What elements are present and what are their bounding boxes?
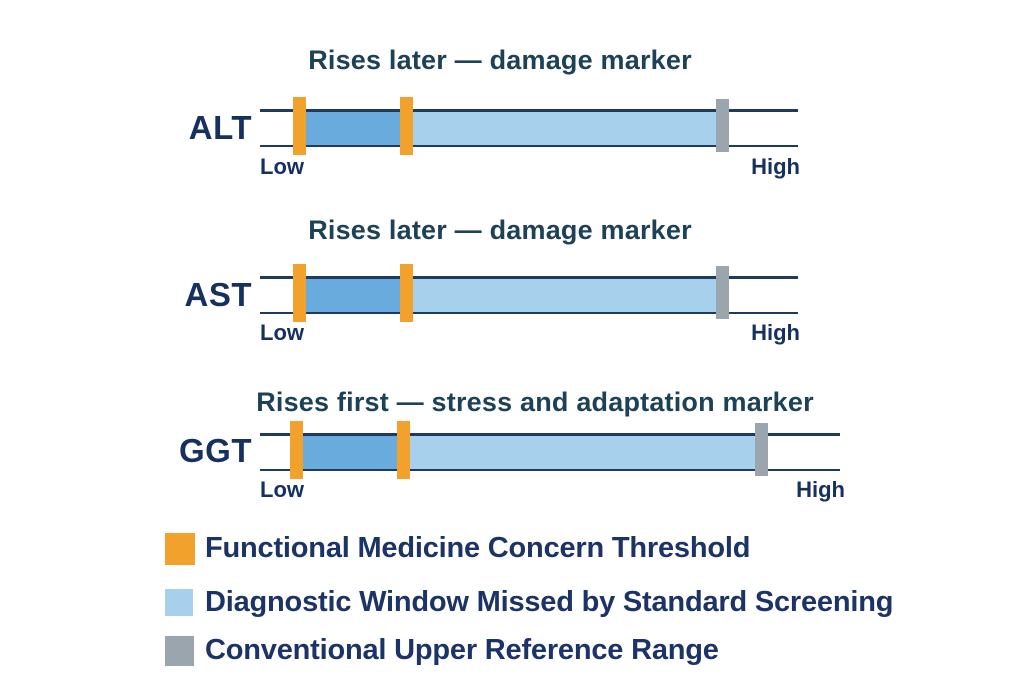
enzyme-label-alt: ALT <box>188 109 252 146</box>
legend-swatch-gray <box>165 635 194 666</box>
functional-threshold-low-marker <box>289 421 303 479</box>
scale-high-label: High <box>751 154 800 179</box>
scale-labels-alt: Low High <box>260 154 800 180</box>
track-top-line <box>260 276 798 279</box>
range-track-ast <box>260 264 798 322</box>
legend-item-conventional-range: Conventional Upper Reference Range <box>165 634 719 667</box>
scale-low-label: Low <box>260 154 304 179</box>
scale-labels-ggt: Low High <box>260 477 845 503</box>
functional-threshold-high-marker <box>396 421 410 479</box>
track-bottom-line <box>260 311 798 314</box>
track-top-line <box>260 433 840 436</box>
early-concern-segment <box>291 434 404 470</box>
diagnostic-window-segment <box>402 110 723 146</box>
functional-threshold-high-marker <box>399 97 413 155</box>
range-track-alt <box>260 97 798 155</box>
legend-label: Conventional Upper Reference Range <box>205 634 719 666</box>
conventional-reference-marker <box>716 99 729 152</box>
row-annotation-ast: Rises later — damage marker <box>308 215 692 245</box>
early-concern-segment <box>294 110 406 146</box>
row-annotation-ggt: Rises first — stress and adaptation mark… <box>256 387 814 417</box>
scale-high-label: High <box>796 477 845 502</box>
track-bottom-line <box>260 468 840 471</box>
track-bottom-line <box>260 144 798 147</box>
functional-threshold-low-marker <box>292 264 306 322</box>
legend-label: Diagnostic Window Missed by Standard Scr… <box>205 586 894 618</box>
conventional-reference-marker <box>754 423 768 476</box>
diagnostic-window-segment <box>402 277 723 313</box>
legend-item-functional-threshold: Functional Medicine Concern Threshold <box>165 532 750 565</box>
legend-label: Functional Medicine Concern Threshold <box>205 532 751 564</box>
functional-threshold-low-marker <box>292 97 306 155</box>
track-top-line <box>260 109 798 112</box>
legend-swatch-light-blue <box>165 589 193 616</box>
row-annotation-alt: Rises later — damage marker <box>308 45 692 75</box>
legend-item-diagnostic-window: Diagnostic Window Missed by Standard Scr… <box>165 586 893 619</box>
enzyme-label-ast: AST <box>184 276 252 313</box>
early-concern-segment <box>294 277 406 313</box>
enzyme-label-ggt: GGT <box>179 432 252 469</box>
conventional-reference-marker <box>716 266 729 319</box>
scale-high-label: High <box>751 320 800 345</box>
scale-low-label: Low <box>260 477 304 502</box>
functional-threshold-high-marker <box>399 264 413 322</box>
diagnostic-window-segment <box>402 434 762 470</box>
range-track-ggt <box>260 421 840 479</box>
legend-swatch-orange <box>165 532 195 565</box>
scale-low-label: Low <box>260 320 304 345</box>
scale-labels-ast: Low High <box>260 320 800 346</box>
